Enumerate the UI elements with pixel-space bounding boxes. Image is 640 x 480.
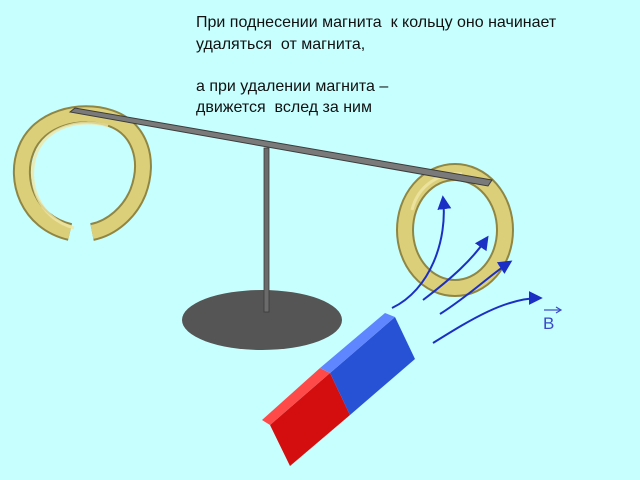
balance-beam [68, 107, 493, 187]
stand-post [263, 147, 270, 313]
field-line-3 [439, 260, 513, 315]
field-line-2 [422, 235, 489, 301]
left-split-ring [13, 105, 152, 241]
magnetic-field-lines [391, 195, 543, 344]
magnet-south-top [320, 313, 395, 373]
field-line-4 [432, 291, 543, 344]
right-solid-ring [396, 163, 514, 297]
caption-line-4: движется вслед за ним [196, 99, 372, 116]
field-line-1 [391, 195, 452, 309]
magnet-north-front [270, 373, 350, 466]
bar-magnet [262, 313, 415, 466]
stand-base [182, 290, 342, 350]
caption-line-3: а при удалении магнита – [196, 78, 389, 95]
caption-line-1: При поднесении магнита к кольцу оно начи… [196, 14, 557, 31]
field-vector-label: B [543, 314, 555, 333]
magnet-north-top [262, 368, 330, 425]
caption-line-2: удаляться от магнита, [196, 36, 366, 53]
magnet-south-front [330, 317, 415, 415]
vector-b-arrow [544, 306, 563, 314]
